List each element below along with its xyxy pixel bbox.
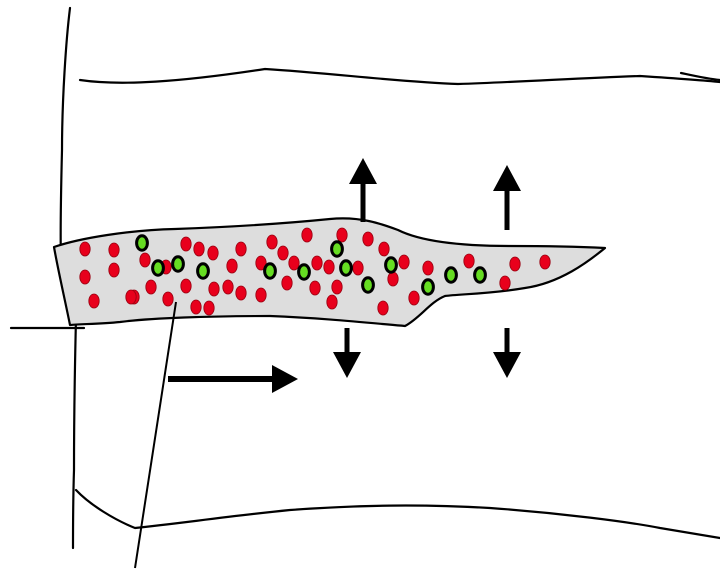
red-cell xyxy=(378,301,388,315)
red-cell xyxy=(126,290,136,304)
red-cell xyxy=(399,255,409,269)
arrow-up-icon xyxy=(349,158,377,222)
arrow-head xyxy=(493,165,521,191)
red-cell xyxy=(163,292,173,306)
green-cell xyxy=(386,258,397,272)
red-cell xyxy=(208,246,218,260)
red-cell xyxy=(510,257,520,271)
red-cell xyxy=(267,235,277,249)
red-cell xyxy=(236,286,246,300)
green-cell xyxy=(198,264,209,278)
red-cell xyxy=(109,243,119,257)
red-cell xyxy=(500,276,510,290)
arrow-head xyxy=(272,365,298,393)
red-cell xyxy=(332,280,342,294)
green-cell xyxy=(173,257,184,271)
red-cell xyxy=(337,228,347,242)
green-cell xyxy=(423,280,434,294)
red-cell xyxy=(310,281,320,295)
red-cell xyxy=(409,291,419,305)
green-cell xyxy=(137,236,148,250)
green-cell xyxy=(363,278,374,292)
red-cell xyxy=(324,260,334,274)
red-cell xyxy=(540,255,550,269)
arrow-up-icon xyxy=(493,165,521,230)
red-cell xyxy=(289,256,299,270)
arrow-down-icon xyxy=(493,328,521,378)
green-cell xyxy=(265,264,276,278)
top-boundary-line xyxy=(80,69,720,84)
left-wall-lower-line xyxy=(73,318,76,548)
red-cell xyxy=(109,263,119,277)
red-cell xyxy=(140,253,150,267)
red-cell xyxy=(363,232,373,246)
red-cell xyxy=(353,261,363,275)
red-cell xyxy=(282,276,292,290)
green-cell xyxy=(299,265,310,279)
green-cell xyxy=(446,268,457,282)
red-cell xyxy=(227,259,237,273)
arrow-head xyxy=(333,352,361,378)
green-cell xyxy=(332,242,343,256)
red-cell xyxy=(312,256,322,270)
red-cell xyxy=(89,294,99,308)
red-cell xyxy=(256,288,266,302)
left-wall-line xyxy=(61,8,70,262)
red-cell xyxy=(181,237,191,251)
red-cell xyxy=(80,242,90,256)
red-cell xyxy=(327,295,337,309)
green-cell xyxy=(475,268,486,282)
red-cell xyxy=(194,242,204,256)
red-cell xyxy=(423,261,433,275)
red-cell xyxy=(278,246,288,260)
red-cell xyxy=(236,242,246,256)
red-cell xyxy=(191,300,201,314)
arrow-head xyxy=(349,158,377,184)
green-cell xyxy=(153,261,164,275)
red-cell xyxy=(80,270,90,284)
red-cell xyxy=(181,279,191,293)
arrow-head xyxy=(493,352,521,378)
red-cell xyxy=(388,272,398,286)
pointer-line xyxy=(135,302,176,568)
red-cell xyxy=(302,228,312,242)
red-cell xyxy=(464,254,474,268)
red-cell xyxy=(223,280,233,294)
red-cell xyxy=(209,282,219,296)
green-cell xyxy=(341,261,352,275)
red-cell xyxy=(379,242,389,256)
red-cell xyxy=(146,280,156,294)
bottom-boundary-line xyxy=(76,490,720,538)
red-cell xyxy=(204,301,214,315)
arrow-right-icon xyxy=(168,365,298,393)
arrow-down-icon xyxy=(333,328,361,378)
